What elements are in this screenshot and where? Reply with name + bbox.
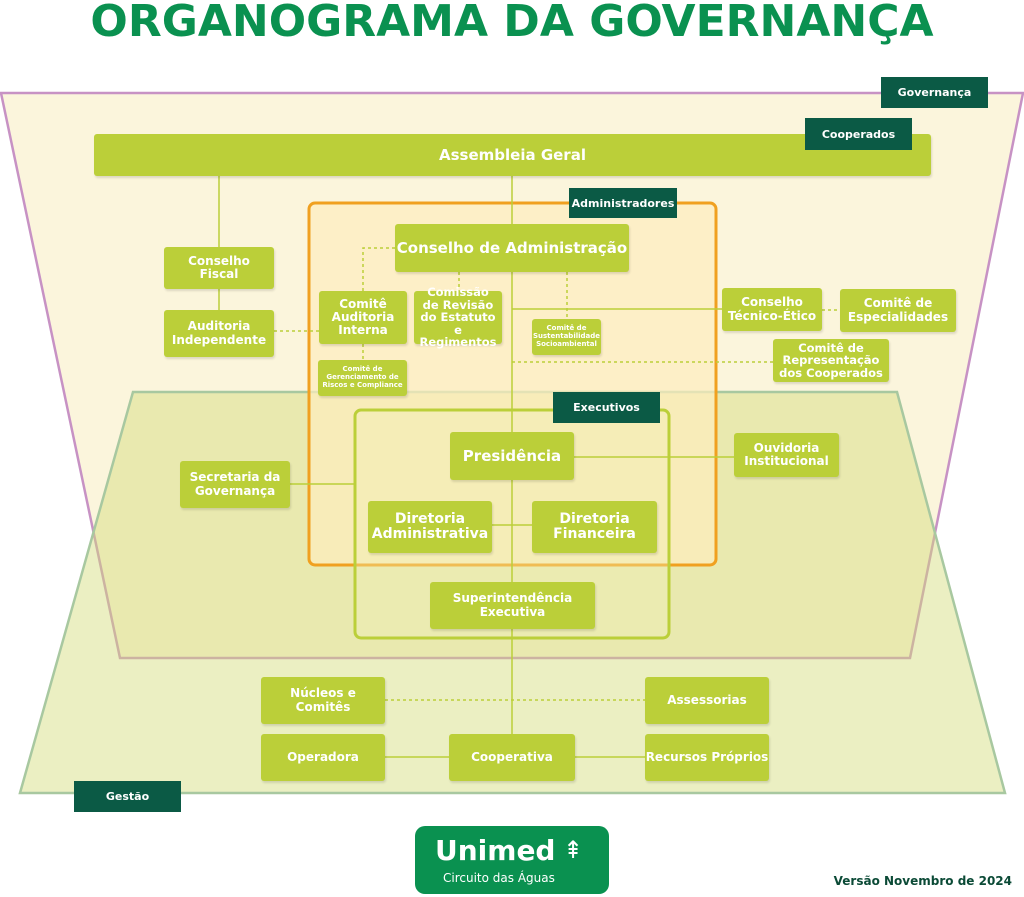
- assessorias-box: Assessorias: [645, 677, 769, 724]
- administradores-label: Administradores: [569, 188, 677, 218]
- comite-auditoria-interna-box: Comitê Auditoria Interna: [319, 291, 407, 344]
- logo-subtitle: Circuito das Águas: [443, 871, 555, 885]
- comite-sustentabilidade-box: Comitê de Sustentabilidade Socioambienta…: [532, 319, 601, 355]
- auditoria-independente-box: Auditoria Independente: [164, 310, 274, 357]
- logo-name: Unimed: [435, 834, 556, 867]
- cooperados-label: Cooperados: [805, 118, 912, 150]
- unimed-logo: Unimed ⇞ Circuito das Águas: [415, 826, 609, 894]
- recursos-proprios-box: Recursos Próprios: [645, 734, 769, 781]
- conselho-tecnico-etico-box: Conselho Técnico-Ético: [722, 288, 822, 331]
- cooperativa-box: Cooperativa: [449, 734, 575, 781]
- comite-especialidades-box: Comitê de Especialidades: [840, 289, 956, 332]
- governanca-label: Governança: [881, 77, 988, 108]
- superintendencia-box: Superintendência Executiva: [430, 582, 595, 629]
- comissao-revisao-box: Comissão de Revisão do Estatuto e Regime…: [414, 286, 502, 349]
- secretaria-governanca-box: Secretaria da Governança: [180, 461, 290, 508]
- gestao-label: Gestão: [74, 781, 181, 812]
- conselho-administracao-box: Conselho de Administração: [395, 224, 629, 272]
- page-title: ORGANOGRAMA DA GOVERNANÇA: [90, 0, 934, 47]
- comite-riscos-compliance-box: Comitê de Gerenciamento de Riscos e Comp…: [318, 360, 407, 396]
- presidencia-box: Presidência: [450, 432, 574, 480]
- version-text: Versão Novembro de 2024: [833, 874, 1012, 888]
- diretoria-administrativa-box: Diretoria Administrativa: [368, 501, 492, 553]
- assembleia-geral-box: Assembleia Geral: [94, 134, 931, 176]
- comite-representacao-box: Comitê de Representação dos Cooperados: [773, 339, 889, 382]
- pine-trees-icon: ⇞: [563, 836, 584, 864]
- operadora-box: Operadora: [261, 734, 385, 781]
- conselho-fiscal-box: Conselho Fiscal: [164, 247, 274, 289]
- nucleos-comites-box: Núcleos e Comitês: [261, 677, 385, 724]
- ouvidoria-box: Ouvidoria Institucional: [734, 433, 839, 477]
- diretoria-financeira-box: Diretoria Financeira: [532, 501, 657, 553]
- executivos-label: Executivos: [553, 392, 660, 423]
